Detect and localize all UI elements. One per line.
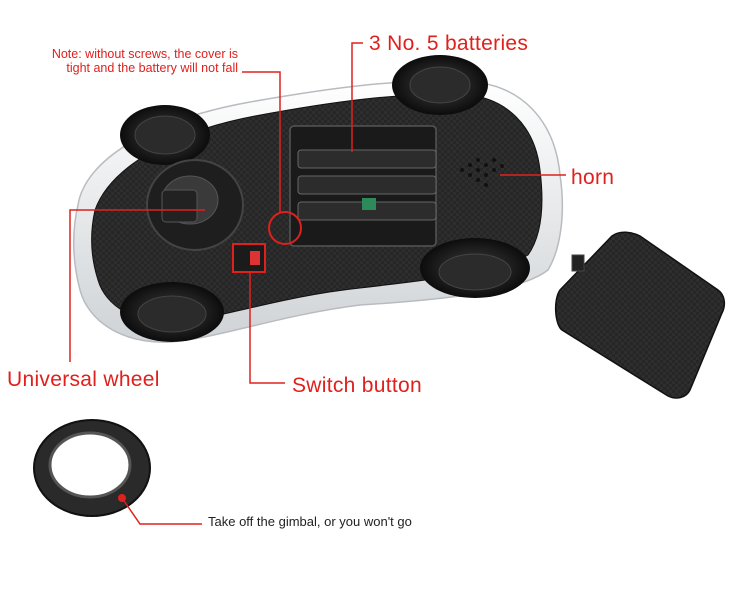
cover-note-callout: Note: without screws, the cover is tight… (8, 47, 238, 76)
callout-lines (69, 42, 566, 525)
rear-right-wheel (392, 55, 488, 115)
front-right-wheel (420, 238, 530, 298)
horn-grille (460, 158, 504, 187)
gimbal-callout: Take off the gimbal, or you won't go (208, 514, 412, 529)
battery-cover (554, 231, 726, 399)
battery-compartment (289, 125, 437, 247)
cover-note-line-2: tight and the battery will not fall (66, 61, 238, 76)
front-left-wheel (120, 282, 224, 342)
gimbal-ring (33, 419, 151, 517)
universal-wheel (146, 159, 244, 251)
batteries-callout: 3 No. 5 batteries (369, 32, 529, 55)
switch-button (232, 243, 266, 273)
cover-latch-marker (268, 211, 302, 245)
switch-button-callout: Switch button (292, 374, 422, 397)
cover-note-line-1: Note: without screws, the cover is (51, 47, 238, 61)
rear-left-wheel (120, 105, 210, 165)
horn-callout: horn (571, 166, 615, 189)
universal-wheel-callout: Universal wheel (7, 368, 160, 391)
